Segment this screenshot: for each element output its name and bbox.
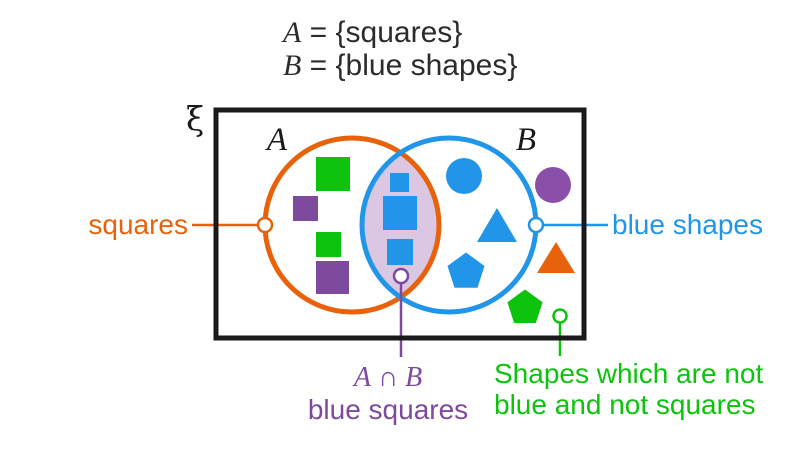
intersection-var-b: B [405,362,423,393]
green-pentagon [507,289,543,323]
green-square-small [316,232,341,257]
universal-set-frame [213,107,587,341]
blue-pentagon [447,252,485,288]
set-a-variable: A [283,16,302,49]
blue-shapes-callout-label: blue shapes [612,209,764,240]
set-a-definition-rest: = {squares} [301,16,463,49]
blue-triangle [477,208,517,242]
intersection-formula: A∩B [288,361,488,394]
squares-callout-marker [256,216,274,234]
purple-square-large [316,261,349,294]
purple-square-small [293,196,318,221]
intersection-operator: ∩ [377,361,399,392]
blue-shapes-callout-marker [527,216,545,234]
blue-square-small [390,173,409,192]
outside-label-line1: Shapes which are not [494,358,764,389]
set-a-circle-label: A [266,122,288,158]
outside-callout-label: Shapes which are not blue and not square… [494,358,763,420]
set-definitions: A = {squares} B = {blue shapes} [283,16,517,82]
outside-callout-marker [552,308,568,324]
set-b-definition: B = {blue shapes} [283,49,517,82]
blue-square-medium [387,239,413,265]
universal-set-label: ξ [186,99,205,138]
intersection-description: blue squares [307,394,469,425]
intersection-var-a: A [353,362,371,393]
set-b-definition-rest: = {blue shapes} [301,49,518,82]
blue-circle [446,158,482,194]
intersection-callout-label: A∩B blue squares [288,361,488,426]
outside-label-line2: blue and not squares [494,389,756,420]
set-b-circle-label: B [515,122,537,158]
set-b-variable: B [283,49,302,82]
set-a-definition: A = {squares} [283,16,517,49]
intersection-callout-marker [392,267,410,285]
purple-circle [535,167,571,203]
orange-triangle [537,242,575,273]
blue-square-large [383,196,417,230]
squares-callout-label: squares [88,209,188,240]
green-square-large [316,157,350,191]
